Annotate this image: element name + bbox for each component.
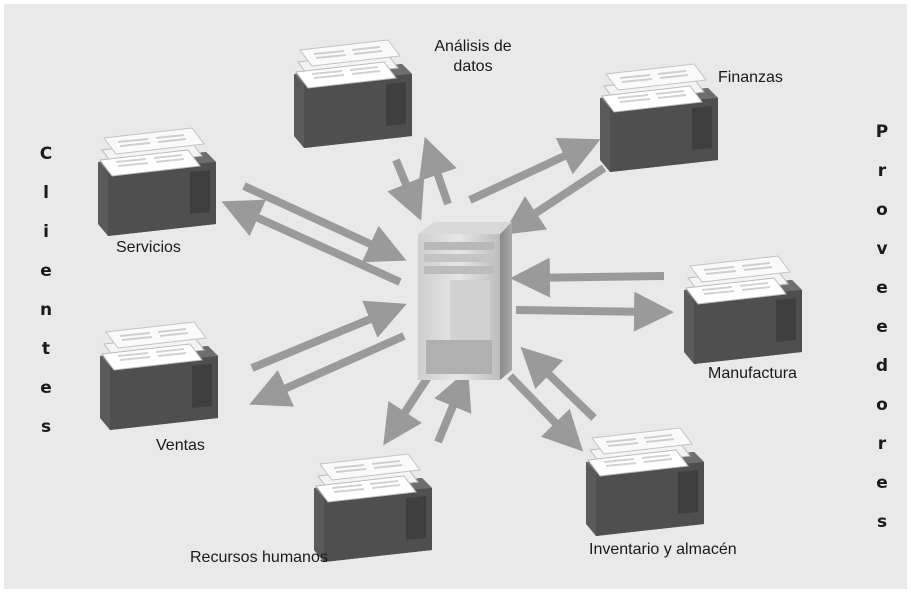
box-servicios	[97, 127, 217, 237]
label-recursos: Recursos humanos	[190, 549, 328, 566]
clientes-letter-6: e	[40, 378, 52, 398]
arrow-server-to-inventario	[507, 373, 584, 452]
proveedores-letter-7: o	[876, 395, 888, 415]
proveedores-letter-8: r	[877, 434, 887, 454]
label-manufactura: Manufactura	[708, 365, 797, 382]
arrow-server-to-analisis	[418, 136, 457, 206]
proveedores-letter-1: r	[877, 161, 887, 181]
label-analisis-line1: Análisis de	[434, 38, 512, 55]
label-analisis-line2: datos	[453, 58, 493, 75]
clientes-letter-4: n	[39, 300, 53, 320]
proveedores-letter-10: s	[876, 512, 888, 532]
proveedores-letter-0: P	[875, 122, 889, 142]
arrow-server-to-servicios	[221, 199, 402, 286]
clientes-letter-2: i	[43, 222, 49, 242]
proveedores-letter-3: v	[876, 239, 888, 259]
arrow-server-to-recursos	[383, 371, 434, 446]
box-ventas	[99, 321, 219, 431]
proveedores-letter-9: e	[876, 473, 888, 493]
label-inventario: Inventario y almacén	[589, 541, 737, 558]
arrow-recursos-to-server	[434, 369, 472, 444]
clientes-letter-3: e	[40, 261, 52, 281]
server-tower-icon	[418, 222, 512, 380]
label-ventas: Ventas	[156, 437, 205, 454]
label-servicios: Servicios	[116, 239, 181, 256]
arrow-server-to-ventas	[249, 332, 406, 407]
clientes-letter-1: l	[43, 183, 49, 203]
arrow-manufactura-to-server	[510, 257, 665, 298]
arrow-servicios-to-server	[242, 182, 407, 263]
arrows	[221, 136, 674, 452]
label-finanzas: Finanzas	[718, 69, 783, 86]
arrow-server-to-manufactura	[515, 291, 674, 332]
box-recursos	[313, 453, 433, 563]
box-analisis	[293, 39, 413, 149]
box-inventario	[585, 427, 705, 537]
clientes-letter-0: C	[39, 144, 53, 164]
proveedores-letter-4: e	[876, 278, 888, 298]
label-analisis: Análisis de datos	[418, 37, 528, 77]
arrow-inventario-to-server	[520, 346, 597, 421]
proveedores-letter-6: d	[875, 356, 889, 376]
proveedores-letter-2: o	[876, 200, 888, 220]
proveedores-letter-5: e	[876, 317, 888, 337]
arrow-analisis-to-server	[387, 158, 425, 221]
arrow-finanzas-to-server	[502, 164, 607, 235]
clientes-letter-7: s	[40, 417, 52, 437]
arrow-ventas-to-server	[250, 300, 407, 372]
clientes-letter-5: t	[41, 339, 51, 359]
box-manufactura	[683, 255, 803, 365]
arrow-server-to-finanzas	[468, 137, 601, 204]
box-finanzas	[599, 63, 719, 173]
